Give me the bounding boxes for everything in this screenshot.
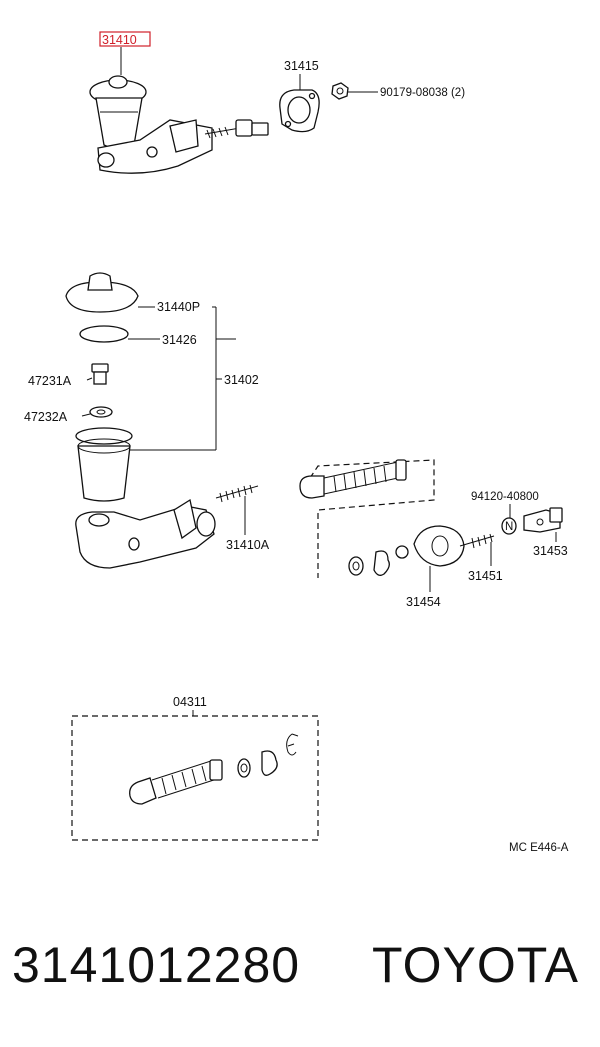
callout-47232A: 47232A xyxy=(24,410,68,424)
callout-31410A: 31410A xyxy=(226,538,270,552)
callout-highlight-box xyxy=(99,31,151,47)
callout-31453: 31453 xyxy=(533,544,568,558)
callout-94120-40800: 94120-40800 xyxy=(471,491,539,503)
repair-kit: 04311 MC E446-A xyxy=(71,695,569,854)
exploded-view: 31440P 31426 31402 47231A 47232A xyxy=(24,272,568,609)
callout-31451: 31451 xyxy=(468,569,503,583)
callout-31402: 31402 xyxy=(224,373,259,387)
callout-47231A: 47231A xyxy=(28,374,72,388)
part-number: 3141012280 xyxy=(12,937,301,993)
brand-name: TOYOTA xyxy=(372,937,579,993)
callout-04311: 04311 xyxy=(173,695,207,709)
callout-90179-08038: 90179-08038 (2) xyxy=(380,87,465,99)
callout-31415: 31415 xyxy=(284,59,319,73)
assembled-master-cylinder: 31410 31415 90179-08038 (2) xyxy=(89,31,465,174)
nut-n-symbol: N xyxy=(505,521,513,533)
callout-31440P: 31440P xyxy=(157,300,200,314)
callout-31454: 31454 xyxy=(406,595,441,609)
footer: 3141012280 TOYOTA xyxy=(0,925,600,1005)
figure-code: MC E446-A xyxy=(509,842,569,854)
callout-31410: 31410 xyxy=(102,33,137,47)
callout-31426: 31426 xyxy=(162,333,197,347)
parts-diagram: 31410 31415 90179-08038 (2) xyxy=(24,31,569,854)
